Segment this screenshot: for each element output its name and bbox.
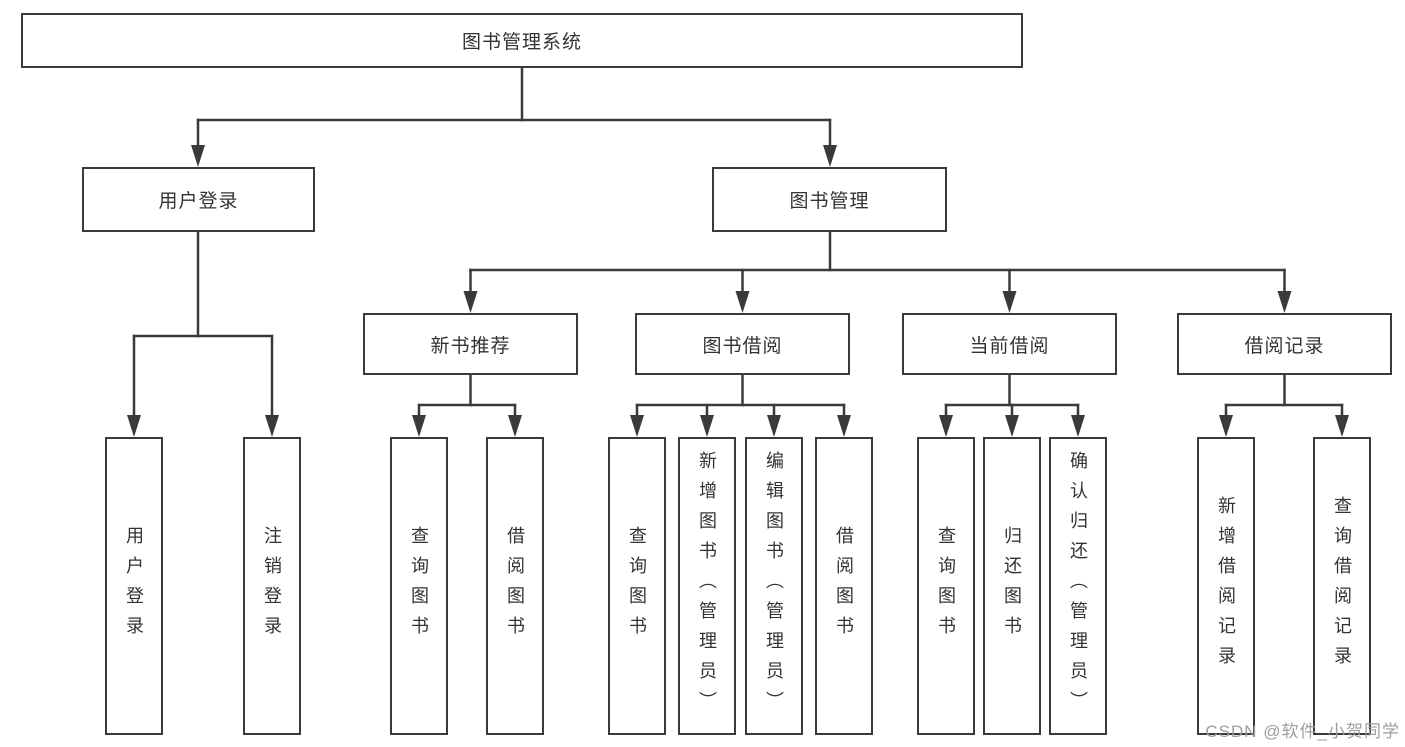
leaf-logout-login: 注销登录 xyxy=(243,437,301,735)
csdn-watermark: CSDN @软件_小贺同学 xyxy=(1205,722,1400,741)
connector-root-to-level2 xyxy=(191,66,837,167)
leaf-confirm-return-admin: 确认归还（管理员） xyxy=(1049,437,1107,735)
connector-current-borrowing-children xyxy=(939,373,1085,437)
leaf-query-books-borrowing: 查询图书 xyxy=(608,437,666,735)
leaf-return-books: 归还图书 xyxy=(983,437,1041,735)
leaf-query-books-recommend-label: 查询图书 xyxy=(409,526,429,646)
root-node-label: 图书管理系统 xyxy=(461,32,582,53)
node-new-book-recommendation-label: 新书推荐 xyxy=(430,335,511,357)
leaf-confirm-return-admin-label: 确认归还（管理员） xyxy=(1068,451,1088,721)
connector-book-borrowing-children xyxy=(630,373,851,437)
node-book-borrowing-label: 图书借阅 xyxy=(702,335,783,357)
node-new-book-recommendation: 新书推荐 xyxy=(363,313,578,375)
leaf-query-books-current: 查询图书 xyxy=(917,437,975,735)
leaf-query-books-current-label: 查询图书 xyxy=(936,526,956,646)
leaf-add-books-admin: 新增图书（管理员） xyxy=(678,437,736,735)
leaf-add-borrow-record: 新增借阅记录 xyxy=(1197,437,1255,735)
leaf-edit-books-admin: 编辑图书（管理员） xyxy=(745,437,803,735)
leaf-edit-books-admin-label: 编辑图书（管理员） xyxy=(764,451,784,721)
leaf-query-borrow-record-label: 查询借阅记录 xyxy=(1332,496,1352,676)
connector-user-login-children xyxy=(127,230,279,437)
leaf-user-login-label: 用户登录 xyxy=(124,526,144,646)
node-user-login-label: 用户登录 xyxy=(158,191,239,212)
node-borrowing-records-label: 借阅记录 xyxy=(1244,335,1325,357)
node-borrowing-records: 借阅记录 xyxy=(1177,313,1392,375)
node-book-management: 图书管理 xyxy=(712,167,947,232)
leaf-user-login: 用户登录 xyxy=(105,437,163,735)
leaf-query-borrow-record: 查询借阅记录 xyxy=(1313,437,1371,735)
root-node-library-management-system: 图书管理系统 xyxy=(21,13,1023,68)
leaf-borrow-books-recommend-label: 借阅图书 xyxy=(505,526,525,646)
node-current-borrowing: 当前借阅 xyxy=(902,313,1117,375)
leaf-query-books-borrowing-label: 查询图书 xyxy=(627,526,647,646)
leaf-add-borrow-record-label: 新增借阅记录 xyxy=(1216,496,1236,676)
leaf-borrow-books-recommend: 借阅图书 xyxy=(486,437,544,735)
leaf-borrow-books-borrowing-label: 借阅图书 xyxy=(834,526,854,646)
leaf-borrow-books-borrowing: 借阅图书 xyxy=(815,437,873,735)
node-current-borrowing-label: 当前借阅 xyxy=(969,335,1050,357)
leaf-add-books-admin-label: 新增图书（管理员） xyxy=(697,451,717,721)
leaf-return-books-label: 归还图书 xyxy=(1002,526,1022,646)
node-book-borrowing: 图书借阅 xyxy=(635,313,850,375)
node-book-management-label: 图书管理 xyxy=(789,191,870,212)
leaf-query-books-recommend: 查询图书 xyxy=(390,437,448,735)
connector-new-book-children xyxy=(412,373,522,437)
leaf-logout-login-label: 注销登录 xyxy=(262,526,282,646)
connector-book-management-to-level3 xyxy=(463,230,1292,313)
connector-borrowing-records-children xyxy=(1219,373,1349,437)
node-user-login: 用户登录 xyxy=(82,167,315,232)
